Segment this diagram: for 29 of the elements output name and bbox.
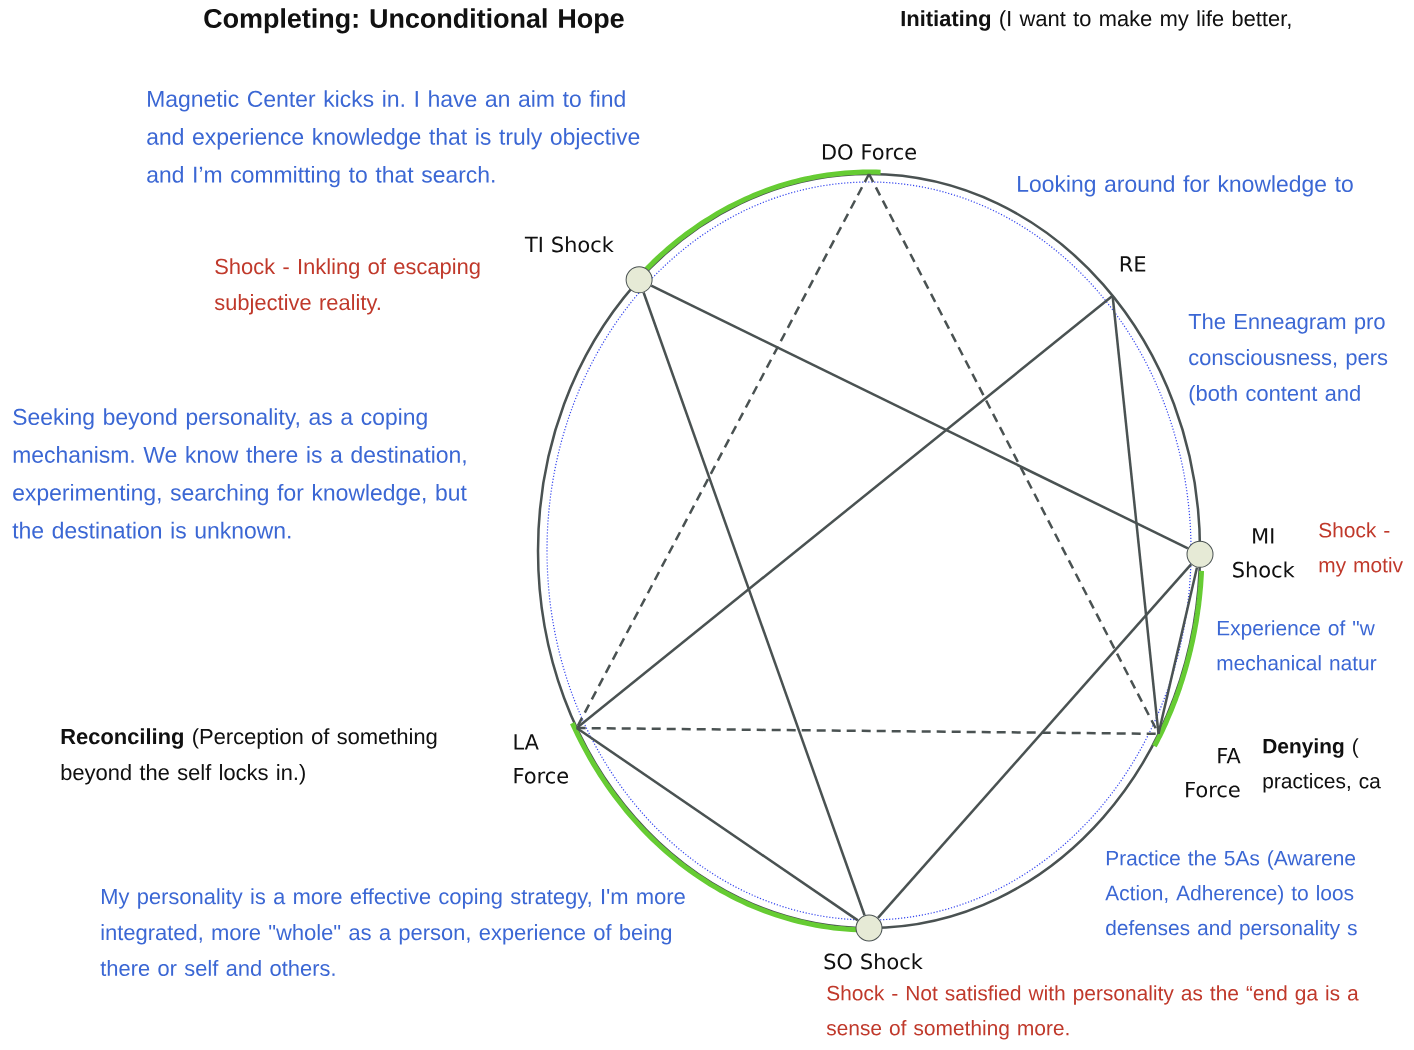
point-label: RE bbox=[1120, 256, 1146, 272]
note-text: Practice the 5As (Awarene Action, Adherence) to loos defenses and personality s bbox=[1105, 850, 1357, 940]
note-text: Experience of "w mechanical natur bbox=[1217, 620, 1377, 671]
note-text: My personality is a more effective coping strategy, I'm more integrated, more "whole" as a person, experience of being there or self and others. bbox=[100, 888, 685, 977]
point-label: MI Shock bbox=[1186, 528, 1295, 578]
note-text: Shock - Not satisfied with personality as the “end ga is a sense of something more. bbox=[826, 985, 1359, 1040]
note-text: Shock - Inkling of escaping subjective reality. bbox=[214, 258, 480, 315]
point-label: DO Force bbox=[823, 144, 916, 160]
connector-line bbox=[576, 726, 1159, 736]
connector-line bbox=[575, 173, 871, 729]
connector-line bbox=[1111, 295, 1160, 734]
connector-line bbox=[575, 294, 1114, 729]
connector-line bbox=[642, 292, 866, 916]
note-text: Initiating (I want to make my life better, bbox=[901, 10, 1291, 31]
connector-line bbox=[877, 563, 1192, 919]
note-text: Looking around for knowledge to bbox=[1018, 175, 1353, 197]
connector-line bbox=[650, 284, 1189, 550]
note-text: Reconciling (Perception of something beyond the self locks in.) bbox=[61, 728, 437, 785]
note-text: Shock - my motiv bbox=[1319, 522, 1403, 577]
point-label: SO Shock bbox=[824, 914, 923, 970]
note-text: Denying ( practices, ca bbox=[1263, 738, 1381, 793]
point-label: FA Force bbox=[1186, 748, 1241, 798]
point-label: LA Force bbox=[514, 734, 568, 784]
note-text: Seeking beyond personality, as a coping mechanism. We know there is a destination, experimenting, searching for knowledge, but the destination is unknown. bbox=[12, 408, 467, 539]
note-text: The Enneagram pro consciousness, pers (both content and bbox=[1188, 313, 1388, 406]
note-text: Completing: Unconditional Hope bbox=[204, 8, 624, 34]
point-label: TI Shock bbox=[524, 236, 653, 294]
connector-line bbox=[1157, 567, 1199, 735]
note-text: Magnetic Center kicks in. I have an aim to find and experience knowledge that is truly objective and I’m committing to that search. bbox=[147, 90, 640, 188]
